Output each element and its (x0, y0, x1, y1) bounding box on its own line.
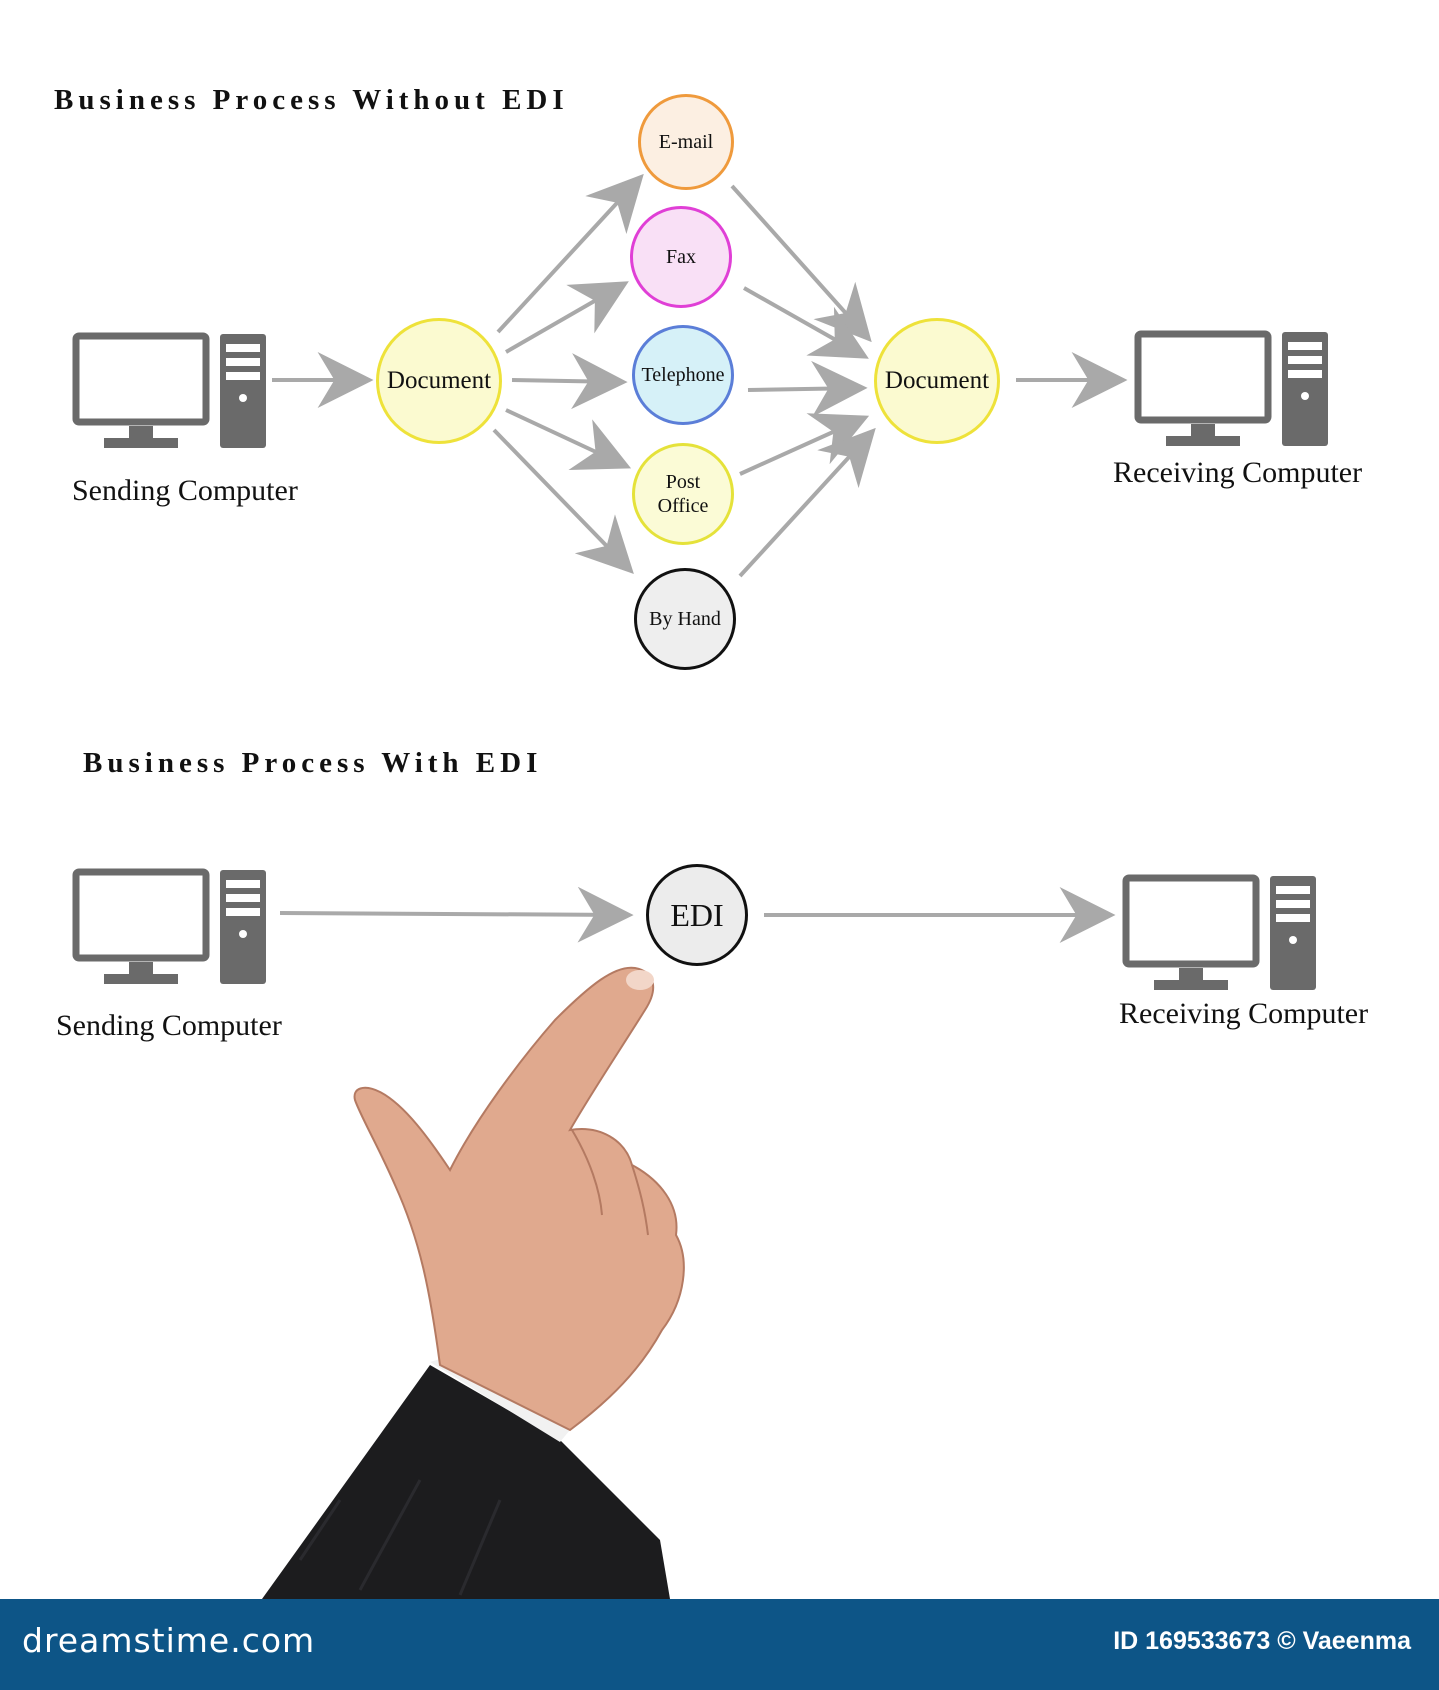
by-hand-channel-node: By Hand (634, 568, 736, 670)
telephone-channel-label: Telephone (641, 364, 725, 386)
fax-channel-label: Fax (666, 246, 696, 268)
post-office-channel-node: Post Office (632, 443, 734, 545)
arrow-sender-to-edi (279, 886, 634, 943)
email-channel-label: E-mail (658, 131, 714, 153)
receiving-computer-edi-icon (1122, 874, 1316, 990)
arrow-doc-to-email (496, 173, 644, 334)
receiving-computer-icon (1134, 330, 1328, 446)
edi-node: EDI (646, 864, 748, 966)
arrow-telephone-to-doc (747, 360, 868, 417)
arrow-doc-to-telephone (511, 353, 628, 410)
sending-computer-edi-icon (72, 868, 266, 984)
with-edi-title: Business Process With EDI (83, 747, 543, 779)
telephone-channel-node: Telephone (632, 325, 734, 425)
email-channel-node: E-mail (638, 94, 734, 190)
by-hand-channel-label: By Hand (649, 608, 721, 630)
arrow-fax-to-doc (743, 286, 869, 359)
watermark-footer: dreamstime.com ID 169533673 © Vaeenma (0, 1599, 1439, 1690)
arrow-email-to-doc (730, 184, 872, 343)
right-document-label: Document (884, 367, 990, 394)
receiving-computer-edi-label: Receiving Computer (1119, 997, 1369, 1030)
post-office-channel-label: Post Office (657, 471, 709, 517)
pointing-hand-icon (262, 966, 685, 1599)
left-document-label: Document (386, 367, 492, 394)
fax-channel-node: Fax (630, 206, 732, 308)
footer-credit: ID 169533673 © Vaeenma (1113, 1627, 1411, 1655)
sending-computer-icon (72, 332, 266, 448)
arrow-doc-to-post-office (505, 408, 632, 471)
diagram-lines (72, 173, 1328, 1599)
arrow-doc-to-by-hand (492, 428, 634, 575)
right-document-node: Document (874, 318, 1000, 444)
left-document-node: Document (376, 318, 502, 444)
edi-label: EDI (670, 896, 724, 933)
without-edi-title: Business Process Without EDI (54, 84, 569, 116)
arrow-by-hand-to-doc (738, 427, 876, 578)
receiving-computer-label: Receiving Computer (1113, 456, 1363, 489)
arrow-doc-to-fax (505, 281, 629, 354)
arrow-post-office-to-doc (739, 413, 870, 476)
sending-computer-edi-label: Sending Computer (56, 1009, 282, 1042)
sending-computer-label: Sending Computer (72, 474, 298, 507)
footer-brand: dreamstime.com (22, 1621, 316, 1660)
